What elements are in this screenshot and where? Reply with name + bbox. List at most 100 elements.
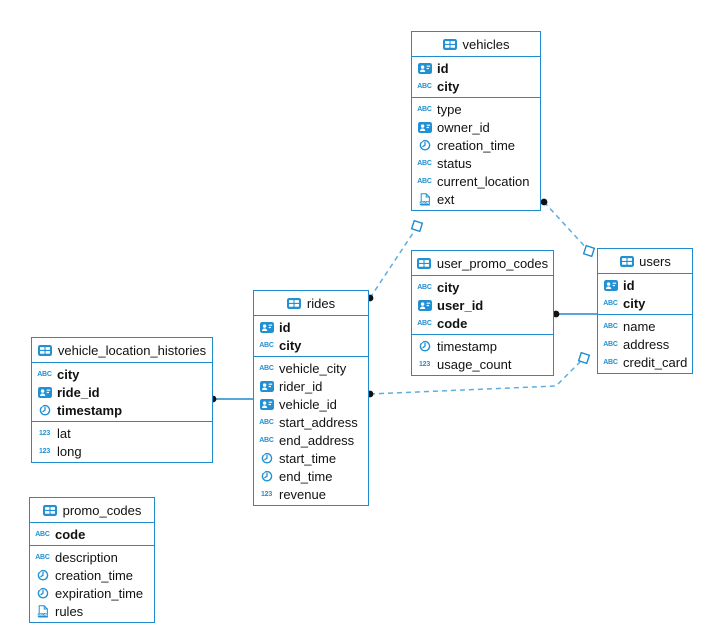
column-row-start_time[interactable]: start_time [254, 449, 368, 467]
column-name: status [437, 155, 472, 171]
relationship-vehicles-to-users[interactable] [540, 198, 596, 258]
column-row-expiration_time[interactable]: expiration_time [30, 584, 154, 602]
text-type-icon: ABC [417, 319, 432, 327]
column-row-creation_time[interactable]: creation_time [30, 566, 154, 584]
id-badge-icon [259, 321, 274, 333]
column-row-city[interactable]: ABC city [254, 336, 368, 354]
column-row-long[interactable]: 123 long [32, 442, 212, 460]
text-type-icon: ABC [417, 105, 432, 113]
column-name: long [57, 443, 82, 459]
relationship-end-square [582, 244, 596, 258]
column-name: city [437, 279, 460, 295]
column-row-creation_time[interactable]: creation_time [412, 136, 540, 154]
column-name: city [623, 295, 646, 311]
number-type-icon: 123 [260, 490, 273, 498]
column-row-end_time[interactable]: end_time [254, 467, 368, 485]
column-name: start_address [279, 414, 358, 430]
table-header-users[interactable]: users [598, 249, 692, 274]
column-name: user_id [437, 297, 484, 313]
column-name: ride_id [57, 384, 100, 400]
timestamp-type-icon [417, 139, 432, 151]
relationship-vehicle_location_histories-to-rides[interactable] [209, 395, 253, 403]
column-name: city [279, 337, 302, 353]
id-badge-icon [259, 398, 274, 410]
column-name: name [623, 318, 656, 334]
relationship-line[interactable] [543, 201, 590, 252]
table-header-rides[interactable]: rides [254, 291, 368, 316]
table-icon [619, 255, 634, 267]
table-header-vehicle_location_histories[interactable]: vehicle_location_histories [32, 338, 212, 363]
column-row-ride_id[interactable]: ride_id [32, 383, 212, 401]
column-row-id[interactable]: id [598, 276, 692, 294]
column-row-user_id[interactable]: user_id [412, 296, 553, 314]
column-row-timestamp[interactable]: timestamp [412, 337, 553, 355]
text-type-icon: ABC [603, 322, 618, 330]
table-header-vehicles[interactable]: vehicles [412, 32, 540, 57]
number-type-icon: 123 [38, 447, 51, 455]
column-row-code[interactable]: ABC code [412, 314, 553, 332]
timestamp-type-icon [37, 404, 52, 416]
column-row-id[interactable]: id [254, 318, 368, 336]
text-type-icon: ABC [417, 159, 432, 167]
relationship-line[interactable] [369, 226, 418, 299]
relationship-rides-to-users[interactable] [366, 351, 591, 398]
text-type-icon: ABC [259, 341, 274, 349]
relationship-end-dot [540, 198, 548, 206]
text-type-icon: ABC [259, 418, 274, 426]
table-header-user_promo_codes[interactable]: user_promo_codes [412, 251, 553, 276]
column-name: expiration_time [55, 585, 144, 601]
table-icon [417, 257, 432, 269]
column-row-vehicle_id[interactable]: vehicle_id [254, 395, 368, 413]
column-row-timestamp[interactable]: timestamp [32, 401, 212, 419]
timestamp-type-icon [35, 587, 50, 599]
text-type-icon: ABC [37, 370, 52, 378]
text-type-icon: ABC [417, 283, 432, 291]
relationship-line[interactable] [369, 358, 584, 395]
column-name: current_location [437, 173, 530, 189]
table-header-promo_codes[interactable]: promo_codes [30, 498, 154, 523]
column-row-rider_id[interactable]: rider_id [254, 377, 368, 395]
column-row-start_address[interactable]: ABC start_address [254, 413, 368, 431]
column-row-status[interactable]: ABC status [412, 154, 540, 172]
column-row-id[interactable]: id [412, 59, 540, 77]
column-row-city[interactable]: ABC city [412, 278, 553, 296]
table-icon [43, 504, 58, 516]
column-name: id [623, 277, 635, 293]
column-row-owner_id[interactable]: owner_id [412, 118, 540, 136]
text-type-icon: ABC [603, 358, 618, 366]
column-name: code [437, 315, 468, 331]
column-name: rider_id [279, 378, 323, 394]
column-row-name[interactable]: ABC name [598, 317, 692, 335]
relationship-user_promo_codes-to-users[interactable] [552, 310, 598, 318]
column-name: owner_id [437, 119, 490, 135]
timestamp-type-icon [35, 569, 50, 581]
